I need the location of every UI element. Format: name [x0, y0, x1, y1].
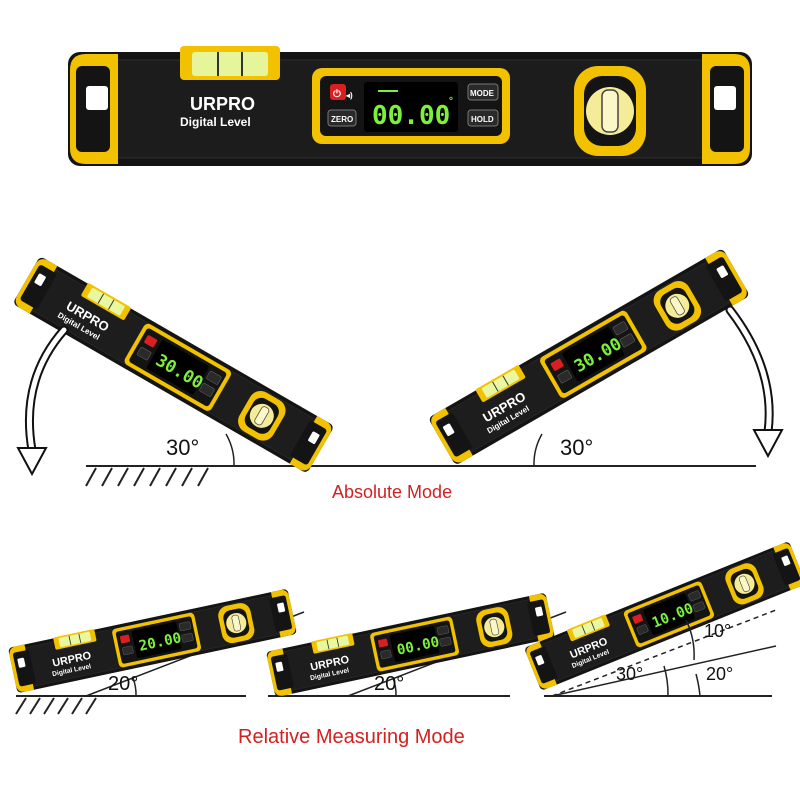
relative-scene-1: URPRO Digital Level 20.00 20°: [7, 587, 305, 715]
sound-icon: ◂): [345, 91, 353, 100]
zero-button[interactable]: ZERO: [327, 109, 357, 127]
relative-scene-2: URPRO Digital Level 00.00 20°: [265, 591, 567, 698]
lcd-degree-unit: °: [448, 96, 454, 107]
angle-label-relative-2: 20°: [374, 673, 404, 695]
top-bubble-vial: [180, 46, 280, 80]
model-label: Digital Level: [180, 115, 251, 129]
display-module: 00.00 °: [312, 68, 510, 144]
angle-arc-left: [225, 433, 235, 467]
relative-mode-section: URPRO Digital Level 20.00 20° URPRO Digi…: [7, 539, 800, 748]
rotation-arrow-right-icon: [725, 305, 784, 459]
right-end-cap: [702, 54, 750, 164]
main-digital-level: URPRO Digital Level 00.00 ° ⏻ ◂) ZERO MO…: [68, 46, 752, 166]
angle-label-relative-3b: 30°: [616, 664, 643, 684]
hanging-hole-icon: [714, 86, 736, 110]
zero-button-label: ZERO: [331, 115, 353, 124]
ground-hatching: [85, 467, 209, 487]
angle-label-relative-3a: 10°: [704, 621, 731, 641]
round-bubble-vial: [574, 66, 646, 156]
angle-label-right: 30°: [560, 435, 593, 460]
absolute-mode-section: URPRO Digital Level 30.00 URPRO Digital …: [12, 246, 784, 502]
mode-button-label: MODE: [470, 89, 495, 98]
absolute-right-level: URPRO Digital Level 30.00: [427, 246, 751, 467]
mode-button[interactable]: MODE: [467, 83, 499, 101]
relative-scene-3: URPRO Digital Level 10.00 10° 30° 20°: [523, 539, 800, 697]
rotation-arrow-left-icon: [16, 325, 69, 477]
left-end-cap: [70, 54, 118, 164]
brand-logo: URPRO: [190, 94, 255, 114]
absolute-mode-title: Absolute Mode: [332, 482, 452, 502]
lcd-reading: 00.00: [372, 101, 450, 131]
hold-button-label: HOLD: [471, 115, 494, 124]
lcd-screen: [364, 82, 458, 132]
relative-mode-title: Relative Measuring Mode: [238, 726, 465, 748]
angle-label-relative-1: 20°: [108, 673, 138, 695]
angle-label-relative-3c: 20°: [706, 664, 733, 684]
angle-label-left: 30°: [166, 435, 199, 460]
power-button[interactable]: ⏻: [330, 84, 346, 100]
angle-arc-right: [533, 433, 543, 467]
power-icon: ⏻: [333, 88, 341, 100]
hold-button[interactable]: HOLD: [467, 109, 499, 127]
hanging-hole-icon: [86, 86, 108, 110]
